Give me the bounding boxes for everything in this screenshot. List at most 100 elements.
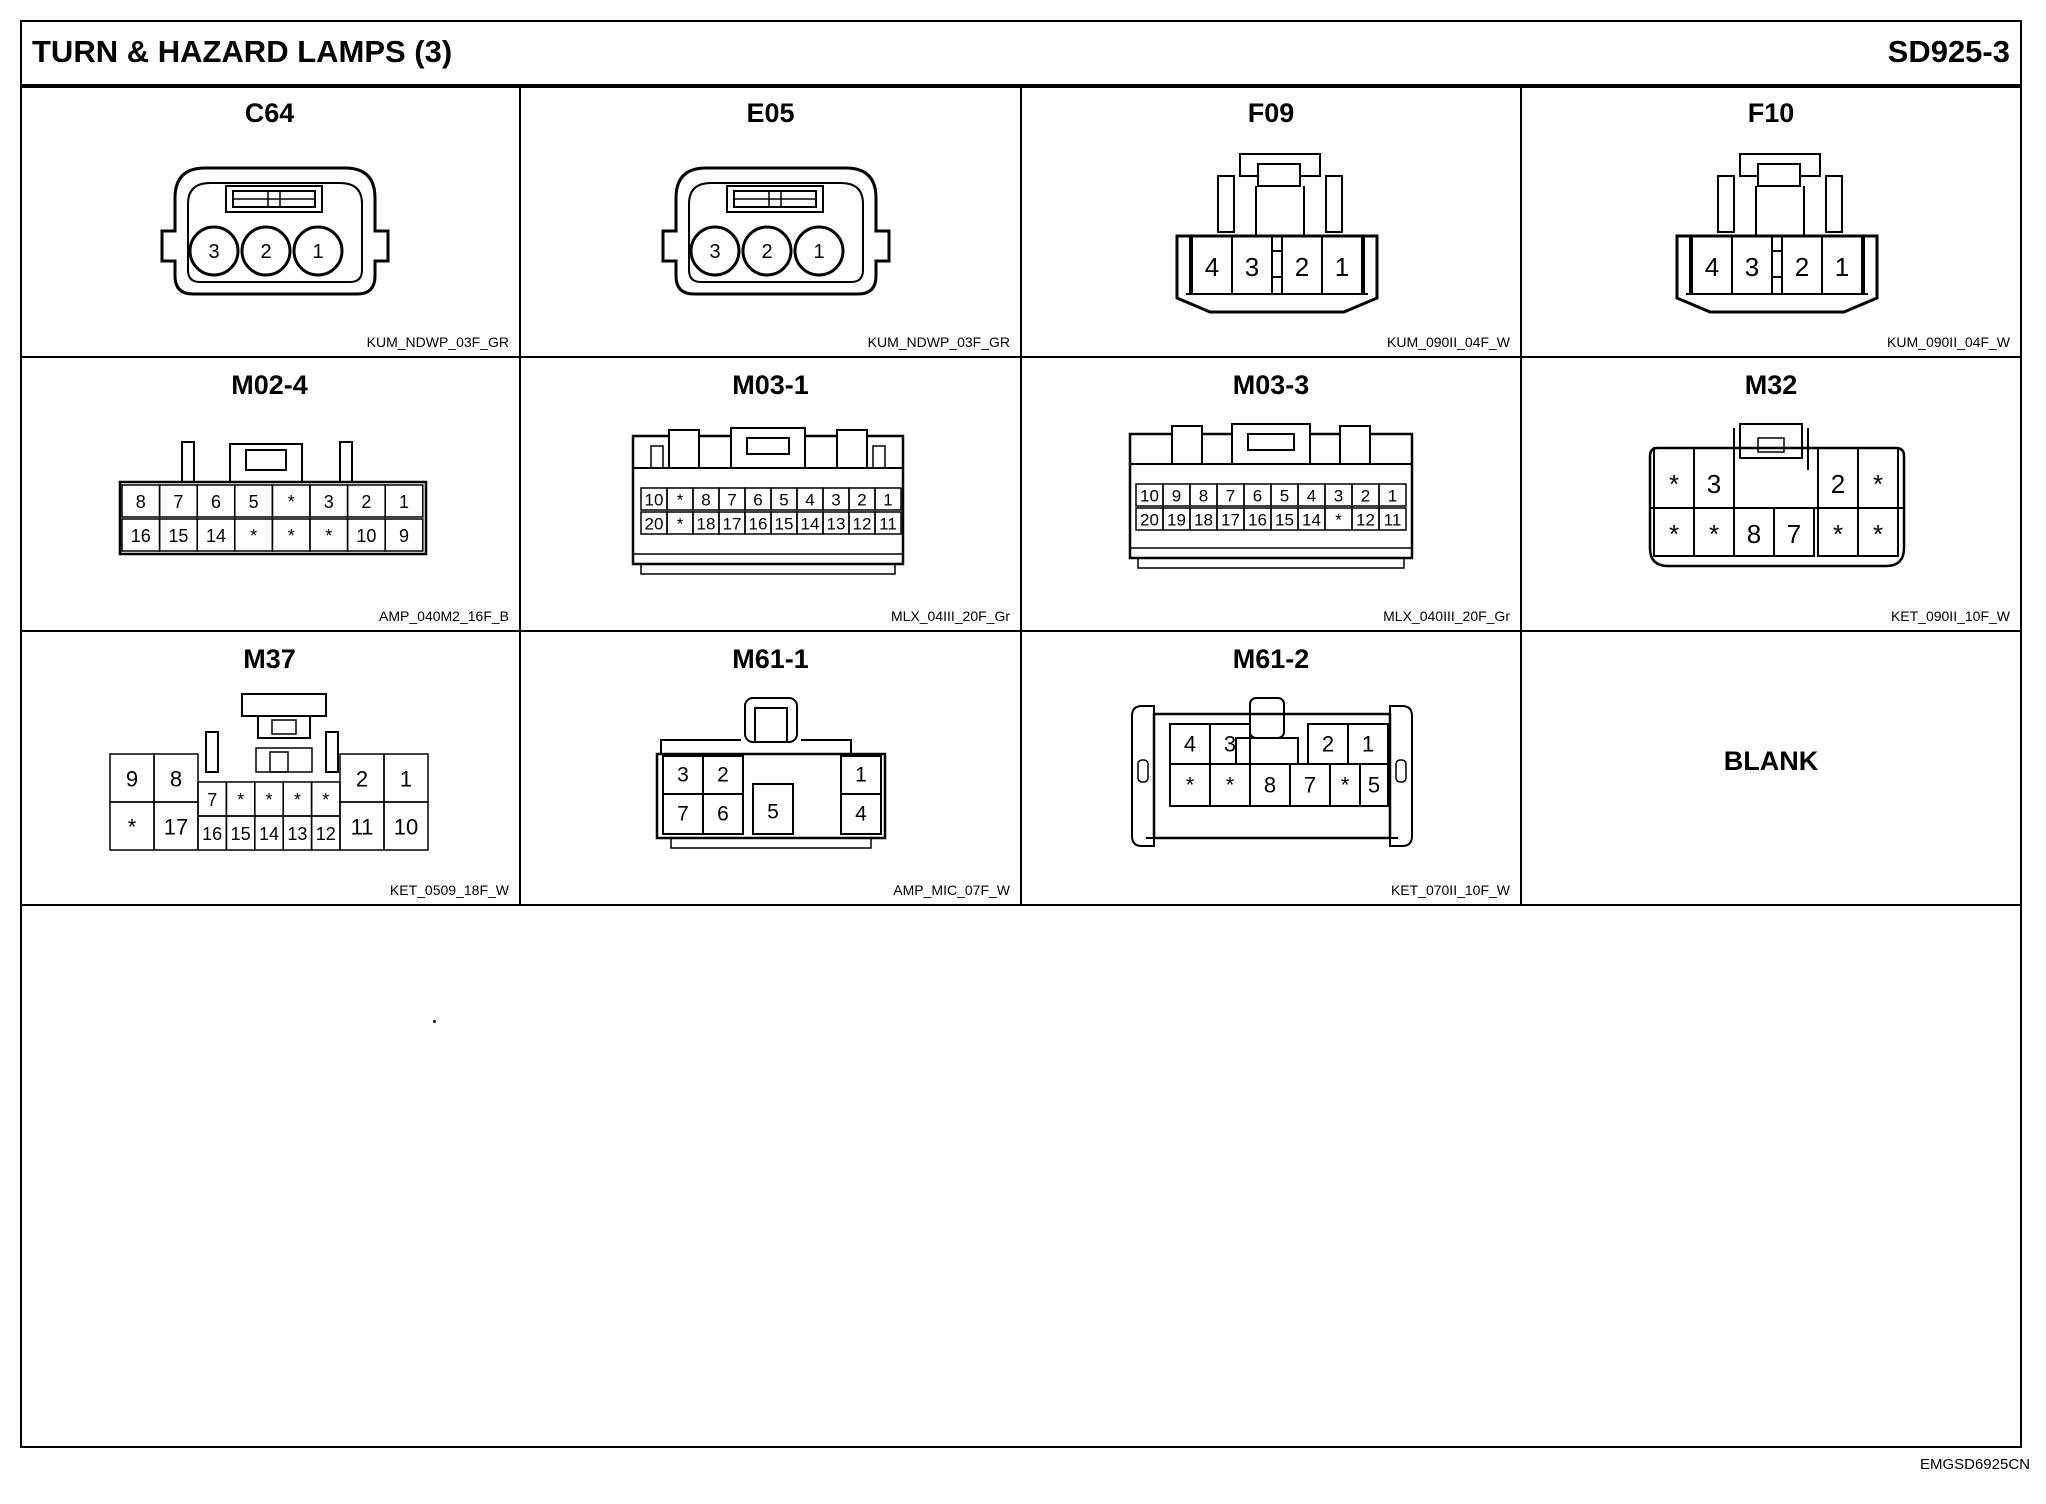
pin-label: 17: [723, 515, 742, 534]
pin-label: 7: [173, 492, 183, 512]
connector-code: MLX_040III_20F_Gr: [1383, 608, 1510, 624]
connector-code: AMP_040M2_16F_B: [379, 608, 509, 624]
connector-code: KET_070II_10F_W: [1390, 882, 1510, 898]
pin-label: 10: [356, 526, 376, 546]
pin-label: 1: [312, 241, 323, 263]
pin-label: 13: [287, 824, 307, 844]
pin-label: *: [237, 790, 244, 810]
pin-label: *: [294, 790, 301, 810]
pin-label: 1: [1388, 487, 1397, 506]
pin-label: 2: [857, 491, 866, 510]
pin-label: 20: [1140, 511, 1159, 530]
pin-label: *: [322, 790, 329, 810]
pin-label: 16: [202, 824, 222, 844]
pin-label: 10: [394, 815, 418, 840]
pin-label: 1: [399, 492, 409, 512]
connector-name: M37: [243, 644, 296, 674]
connector-name: M03-3: [1232, 370, 1310, 400]
pin-label: 17: [1221, 511, 1240, 530]
pin-cell: [1378, 483, 1407, 507]
connector-code: KUM_090II_04F_W: [1387, 334, 1510, 350]
pin-label: 5: [1280, 487, 1289, 506]
pin-label: 7: [207, 790, 217, 810]
pin-cell: [383, 801, 429, 851]
pin-label: 1: [883, 491, 892, 510]
pin-label: 9: [126, 767, 138, 792]
pin-label: 8: [170, 767, 182, 792]
connector-drawing-e05: 3 2 1: [661, 166, 891, 296]
pin-label: 1: [813, 241, 824, 263]
pin-label: 1: [1335, 252, 1349, 282]
pin-label: 11: [351, 815, 374, 840]
pin-label: 3: [1745, 252, 1759, 282]
pin-label: 10: [1140, 487, 1159, 506]
pin-label: 20: [645, 515, 664, 534]
blank-label: BLANK: [1723, 746, 1819, 776]
pin-label: *: [288, 492, 295, 512]
pin-label: *: [1833, 519, 1843, 549]
connector-name: M61-2: [1232, 644, 1310, 674]
connector-drawing-f10: 4 3 2 1: [1675, 153, 1879, 314]
connector-code: KET_0509_18F_W: [389, 882, 509, 898]
pin-cell: [310, 815, 341, 851]
pin-label: 4: [855, 803, 867, 826]
pin-label: 5: [1368, 773, 1380, 798]
pin-label: 8: [1264, 773, 1276, 798]
pin-label: 7: [1304, 773, 1316, 798]
pin-label: 2: [356, 767, 368, 792]
pin-label: 6: [717, 803, 729, 826]
pin-label: 3: [831, 491, 840, 510]
pin-label: *: [1709, 519, 1719, 549]
connector-name: M02-4: [231, 370, 308, 400]
pin-label: 15: [775, 515, 794, 534]
pin-label: 12: [316, 824, 336, 844]
pin-label: 16: [1248, 511, 1267, 530]
pin-label: *: [677, 491, 684, 510]
page-code: SD925-3: [1887, 34, 2010, 69]
pin-label: 3: [1224, 732, 1236, 757]
pin-label: 4: [1307, 487, 1316, 506]
connector-cell-f10: F10 4 3 2 1 KUM_090II_04F_W: [1522, 86, 2022, 358]
pin-label: *: [1873, 519, 1883, 549]
pin-label: *: [288, 526, 295, 546]
pin-label: *: [265, 790, 272, 810]
pin-label: 3: [677, 764, 689, 787]
connector-drawing-m32: * 3 2 * * * 8 7 * *: [1648, 423, 1906, 568]
connector-drawing-f09: 4 3 2 1: [1175, 153, 1379, 314]
pin-label: 14: [801, 515, 820, 534]
pin-label: 19: [1167, 511, 1186, 530]
pin-label: 2: [1795, 252, 1809, 282]
connector-code: KUM_NDWP_03F_GR: [366, 334, 509, 350]
pin-label: *: [1341, 773, 1350, 798]
pin-label: *: [325, 526, 332, 546]
pin-label: 5: [779, 491, 788, 510]
pin-label: 2: [761, 241, 772, 263]
page-header: TURN & HAZARD LAMPS (3) SD925-3: [20, 20, 2022, 88]
pin-label: 6: [753, 491, 762, 510]
connector-cell-e05: E05 3 2 1 KUM_NDWP_03F_GR: [521, 86, 1022, 358]
pin-label: 4: [1205, 252, 1219, 282]
pin-label: 3: [709, 241, 720, 263]
pin-label: *: [677, 515, 684, 534]
pin-cell: [874, 511, 902, 535]
pin-label: *: [1669, 469, 1679, 499]
pin-label: 8: [1747, 519, 1761, 549]
pin-label: 6: [1253, 487, 1262, 506]
pin-label: *: [1335, 511, 1342, 530]
pin-label: 1: [1835, 252, 1849, 282]
connector-cell-m61-2: M61-2 4 3 2 1 * * 8 7 * 5 KET_070II_10F_…: [1022, 632, 1522, 906]
pin-label: 12: [1356, 511, 1375, 530]
connector-drawing-m61-2: 4 3 2 1 * * 8 7 * 5: [1131, 697, 1413, 847]
pin-label: 7: [1226, 487, 1235, 506]
pin-label: 2: [717, 764, 729, 787]
pin-label: 3: [1334, 487, 1343, 506]
pin-label: 15: [1275, 511, 1294, 530]
pin-label: 3: [1707, 469, 1721, 499]
connector-cell-m61-1: M61-1 3 2 1 7 6 5 4 AMP_MIC_07F_W: [521, 632, 1022, 906]
footer-code: EMGSD6925CN: [1919, 1456, 2030, 1473]
pin-label: 9: [399, 526, 409, 546]
pin-label: 2: [1361, 487, 1370, 506]
connector-name: C64: [244, 98, 295, 128]
